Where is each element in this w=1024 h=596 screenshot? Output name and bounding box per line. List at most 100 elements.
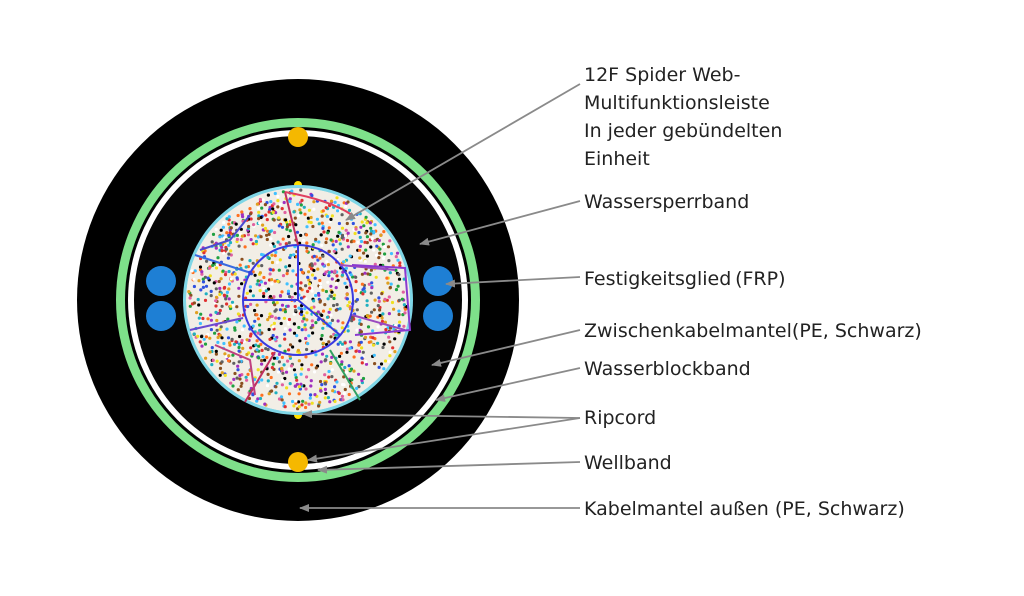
fiber-dot — [358, 318, 362, 322]
fiber-dot — [215, 263, 219, 267]
fiber-dot — [360, 356, 364, 360]
fiber-dot — [340, 236, 344, 240]
fiber-dot — [365, 314, 369, 318]
fiber-dot — [216, 256, 220, 260]
fiber-dot — [402, 324, 406, 328]
fiber-dot — [302, 205, 306, 209]
fiber-dot — [334, 308, 338, 312]
fiber-dot — [373, 223, 377, 227]
fiber-dot — [244, 265, 248, 269]
fiber-dot — [326, 280, 330, 284]
fiber-dot — [270, 366, 274, 370]
fiber-dot — [352, 355, 356, 359]
fiber-dot — [364, 360, 368, 364]
fiber-dot — [219, 325, 223, 329]
fiber-dot — [246, 304, 250, 309]
fiber-dot — [378, 313, 382, 318]
fiber-dot — [255, 348, 259, 352]
fiber-dot — [318, 300, 322, 304]
fiber-dot — [270, 253, 274, 257]
fiber-dot — [213, 331, 217, 335]
fiber-dot — [299, 268, 303, 272]
fiber-dot — [303, 323, 307, 327]
fiber-dot — [362, 251, 366, 255]
fiber-dot — [224, 355, 228, 359]
leader-inner-sheath — [431, 329, 581, 367]
fiber-dot — [330, 368, 334, 372]
fiber-dot — [287, 367, 291, 371]
fiber-dot — [236, 388, 240, 392]
fiber-dot — [280, 290, 284, 294]
fiber-dot — [321, 326, 325, 330]
fiber-dot — [367, 282, 371, 286]
fiber-dot — [300, 403, 304, 407]
fiber-dot — [268, 272, 272, 276]
fiber-dot — [322, 230, 326, 234]
fiber-dot — [345, 297, 349, 301]
fiber-dot — [272, 356, 276, 360]
fiber-dot — [248, 207, 252, 211]
fiber-dot — [340, 233, 345, 237]
fiber-dot — [277, 316, 281, 320]
fiber-dot — [340, 394, 344, 398]
fiber-dot — [218, 366, 223, 370]
fiber-dot — [372, 353, 376, 357]
fiber-dot — [288, 295, 292, 299]
fiber-dot — [367, 340, 371, 344]
fiber-dot — [307, 270, 311, 274]
fiber-dot — [397, 312, 401, 317]
fiber-dot — [266, 193, 270, 197]
fiber-dot — [346, 329, 350, 333]
fiber-dot — [222, 293, 226, 297]
fiber-dot — [304, 233, 309, 237]
fiber-dot — [323, 373, 327, 377]
fiber-dot — [312, 207, 316, 211]
fiber-dot — [235, 376, 239, 380]
fiber-dot — [223, 352, 227, 356]
fiber-dot — [321, 209, 325, 213]
fiber-dot — [293, 216, 297, 220]
fiber-dot — [335, 380, 339, 384]
fiber-dot — [349, 240, 354, 244]
fiber-dot — [319, 233, 323, 237]
fiber-dot — [271, 325, 275, 329]
fiber-dot — [365, 299, 369, 303]
fiber-dot — [254, 343, 258, 347]
fiber-dot — [239, 384, 243, 388]
fiber-dot — [358, 256, 362, 260]
fiber-dot — [237, 345, 241, 350]
fiber-dot — [242, 324, 246, 328]
fiber-dot — [300, 198, 304, 202]
fiber-dot — [273, 309, 277, 313]
fiber-dot — [215, 359, 219, 363]
fiber-dot — [284, 218, 288, 222]
fiber-dot — [372, 308, 376, 312]
fiber-dot — [396, 258, 400, 262]
fiber-dot — [329, 217, 333, 221]
fiber-dot — [283, 376, 287, 381]
fiber-dot — [251, 324, 255, 328]
fiber-dot — [319, 389, 323, 393]
fiber-dot — [273, 254, 277, 258]
fiber-dot — [395, 251, 400, 255]
fiber-dot — [370, 236, 374, 241]
fiber-dot — [271, 333, 275, 338]
fiber-dot — [327, 340, 331, 344]
fiber-dot — [253, 308, 257, 313]
fiber-dot — [320, 243, 324, 247]
fiber-dot — [298, 351, 302, 355]
fiber-dot — [227, 359, 231, 363]
fiber-dot — [372, 231, 376, 235]
fiber-dot — [331, 389, 335, 393]
fiber-dot — [220, 371, 224, 375]
fiber-dot — [281, 308, 285, 312]
fiber-dot — [352, 239, 356, 243]
fiber-dot — [352, 369, 356, 373]
fiber-dot — [305, 246, 309, 250]
fiber-dot — [282, 316, 286, 320]
fiber-dot — [274, 211, 278, 215]
fiber-dot — [219, 277, 223, 281]
fiber-dot — [326, 231, 330, 235]
fiber-dot — [231, 353, 235, 357]
